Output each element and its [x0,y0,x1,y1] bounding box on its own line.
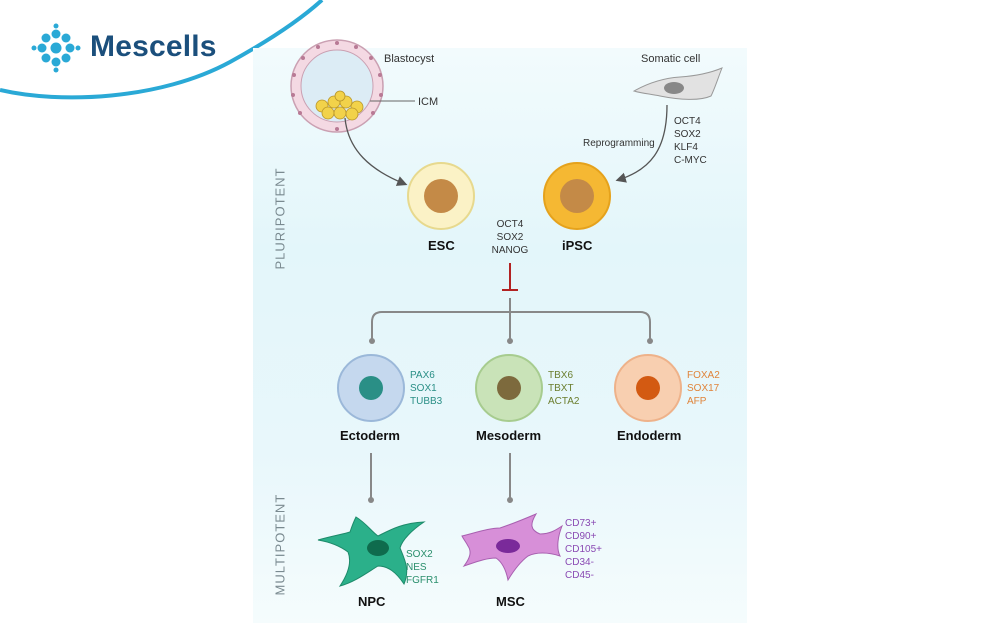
icm-label: ICM [418,96,439,108]
reprog-factor: KLF4 [674,142,698,153]
reprog-factor: C-MYC [674,155,707,166]
ipsc-label: iPSC [562,238,593,253]
endo-marker: SOX17 [687,383,720,394]
section-label-pluripotent: PLURIPOTENT [272,167,288,270]
endoderm-markers: FOXA2 SOX17 AFP [687,369,720,408]
ecto-marker: TUBB3 [410,396,443,407]
header-swoosh [0,0,324,100]
reprogramming-factors: OCT4 SOX2 KLF4 C-MYC [674,115,707,167]
npc-marker: FGFR1 [406,575,439,586]
reprog-factor: SOX2 [674,129,701,140]
npc-label: NPC [358,594,386,609]
meso-marker: TBXT [548,383,574,394]
somatic-cell-icon [632,67,723,100]
msc-marker: CD105+ [565,544,602,555]
ipsc-cell-icon [543,162,611,230]
mesoderm-label: Mesoderm [476,428,542,443]
ectoderm-markers: PAX6 SOX1 TUBB3 [410,369,442,408]
pluri-marker: NANOG [491,245,529,256]
somatic-cell-label: Somatic cell [641,53,701,65]
msc-marker: CD90+ [565,531,597,542]
npc-markers: SOX2 NES FGFR1 [406,548,439,587]
blastocyst-label: Blastocyst [384,53,435,65]
meso-marker: ACTA2 [548,396,580,407]
ectoderm-cell-icon [337,354,405,422]
ecto-marker: PAX6 [410,370,435,381]
mesoderm-markers: TBX6 TBXT ACTA2 [548,369,580,408]
endoderm-label: Endoderm [617,428,682,443]
brand-name: Mescells [90,30,217,63]
endo-marker: FOXA2 [687,370,720,381]
pluri-marker: SOX2 [496,232,524,243]
reprog-factor: OCT4 [674,116,701,127]
esc-label: ESC [428,238,455,253]
pluripotency-markers: OCT4 SOX2 NANOG [489,218,531,257]
msc-marker: CD73+ [565,518,597,529]
arrow-somatic-to-ipsc [615,104,668,183]
msc-cell-icon [461,512,564,582]
endo-marker: AFP [687,396,707,407]
ecto-marker: SOX1 [410,383,437,394]
msc-label: MSC [496,594,525,609]
mescells-logo-icon [31,23,81,73]
endoderm-cell-icon [614,354,682,422]
reprogramming-label: Reprogramming [583,138,655,149]
diagram-panel [253,48,747,623]
npc-cell-icon [317,516,426,587]
npc-marker: NES [406,562,427,573]
esc-cell-icon [407,162,475,230]
pluri-marker: OCT4 [496,219,524,230]
arrow-icm-to-esc [344,117,408,186]
meso-marker: TBX6 [548,370,574,381]
npc-marker: SOX2 [406,549,433,560]
msc-marker: CD34- [565,557,594,568]
ectoderm-label: Ectoderm [340,428,400,443]
section-label-multipotent: MULTIPOTENT [272,493,288,596]
header-shape [0,0,320,99]
blastocyst-icon [290,39,384,133]
msc-markers: CD73+ CD90+ CD105+ CD34- CD45- [565,517,602,582]
mesoderm-cell-icon [475,354,543,422]
msc-marker: CD45- [565,570,594,581]
